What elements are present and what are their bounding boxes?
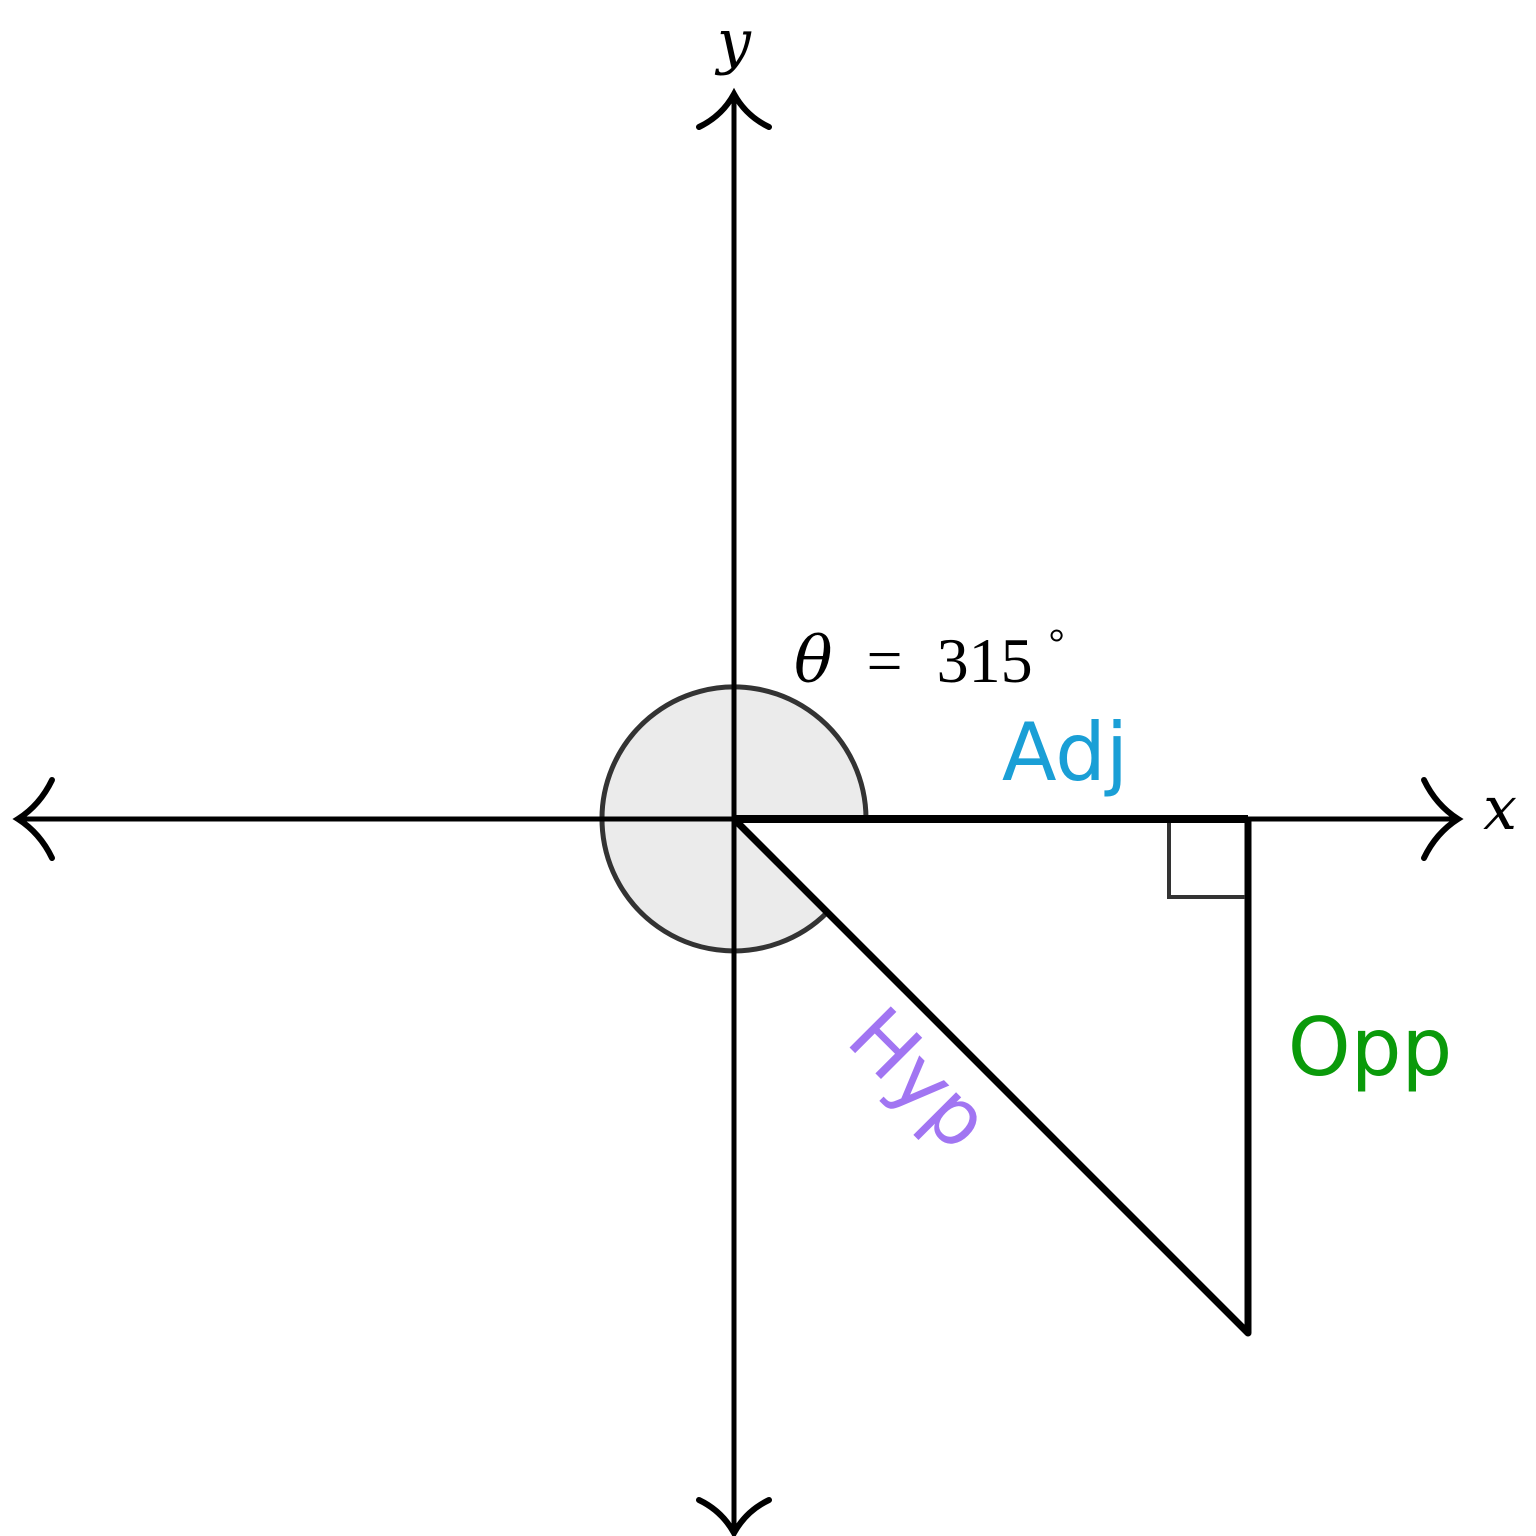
opposite-label: Opp [1288, 1001, 1453, 1094]
hypotenuse-label: Hyp [831, 990, 1009, 1168]
right-angle-marker [1167, 823, 1245, 899]
x-axis-left-arrow-icon [12, 777, 55, 861]
angle-label: θ = 315 ° [794, 620, 1065, 698]
equals-sign: = [867, 625, 903, 696]
y-axis-up-arrow-icon [696, 87, 772, 130]
hypotenuse-side [730, 815, 1252, 1337]
theta-symbol: θ [794, 624, 833, 698]
angle-value: 315 [937, 625, 1033, 696]
y-axis-label: y [714, 7, 752, 77]
adjacent-label: Adj [1002, 706, 1128, 799]
degree-symbol: ° [1049, 620, 1065, 665]
x-axis-label: x [1483, 774, 1517, 844]
angle-arc [599, 684, 869, 954]
x-axis-right-arrow-icon [1421, 777, 1464, 861]
y-axis-down-arrow-icon [696, 1497, 772, 1536]
